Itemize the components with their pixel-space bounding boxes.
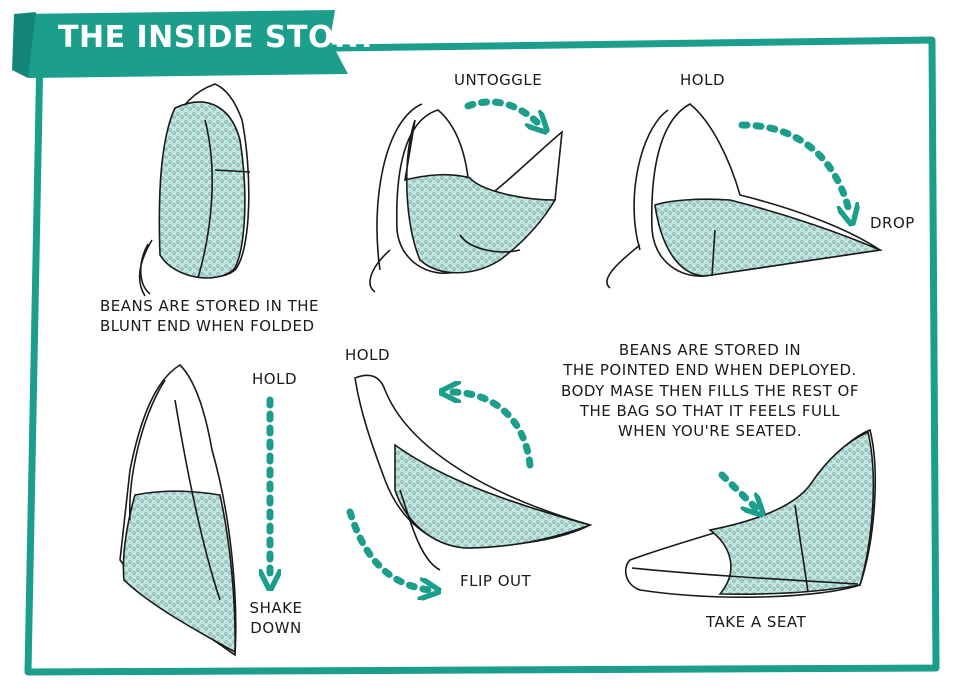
caption-folded-line-1: BEANS ARE STORED IN THE: [100, 296, 310, 316]
label-untoggle: UNTOGGLE: [454, 70, 542, 90]
arrow-flip-up: [450, 392, 530, 465]
caption-shake: SHAKE: [248, 598, 304, 618]
bag-shake-illustration: [120, 365, 236, 655]
arrow-untoggle: [468, 102, 540, 125]
caption-deployed-line-4: THE BAG SO THAT IT FEELS FULL: [560, 401, 860, 421]
bag-seated-illustration: [626, 430, 876, 597]
bag-drop-illustration: [607, 104, 880, 288]
label-take-a-seat: TAKE A SEAT: [706, 612, 806, 632]
caption-deployed-line-5: WHEN YOU'RE SEATED.: [560, 421, 860, 441]
bag-folded-illustration: [140, 84, 250, 296]
label-drop: DROP: [870, 213, 915, 233]
bag-untoggle-illustration: [370, 104, 562, 292]
caption-down: DOWN: [248, 618, 304, 638]
label-flip-out: FLIP OUT: [460, 571, 531, 591]
caption-folded: BEANS ARE STORED IN THE BLUNT END WHEN F…: [100, 296, 310, 337]
label-hold-left: HOLD: [252, 369, 297, 389]
bag-flip-illustration: [355, 375, 590, 570]
caption-deployed-line-1: BEANS ARE STORED IN: [560, 340, 860, 360]
caption-deployed: BEANS ARE STORED IN THE POINTED END WHEN…: [560, 340, 860, 441]
label-hold-top: HOLD: [680, 70, 725, 90]
label-hold-mid: HOLD: [345, 345, 390, 365]
page-title: THE INSIDE STORY: [58, 20, 378, 55]
arrow-into-seat: [722, 475, 756, 508]
caption-shake-down: SHAKE DOWN: [248, 598, 304, 639]
caption-deployed-line-3: BODY MASE THEN FILLS THE REST OF: [560, 381, 860, 401]
caption-deployed-line-2: THE POINTED END WHEN DEPLOYED.: [560, 360, 860, 380]
caption-folded-line-2: BLUNT END WHEN FOLDED: [100, 316, 310, 336]
